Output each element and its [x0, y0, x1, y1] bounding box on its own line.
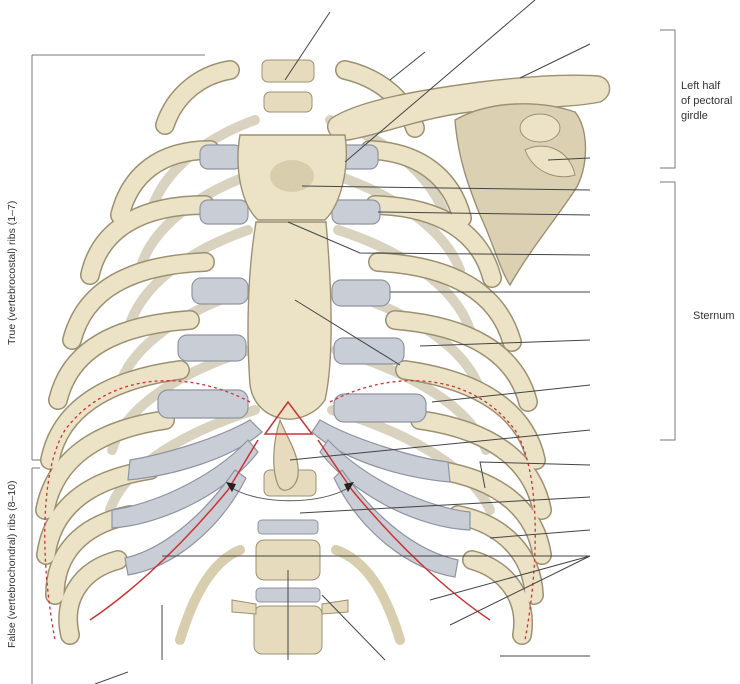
costal-margin-dotted	[44, 380, 536, 641]
sternum-label: Sternum	[693, 310, 735, 322]
left-brackets	[31, 54, 205, 684]
sternum	[237, 134, 347, 491]
pectoral-girdle-label-line1: Left half	[681, 80, 721, 92]
false-ribs-label: False (vertebrochondral) ribs (8–10)	[6, 481, 18, 649]
pectoral-girdle-label-line2: of pectoral	[681, 95, 732, 107]
true-ribs-label: True (vertebrocostal) ribs (1–7)	[6, 201, 18, 345]
pectoral-girdle-label-line3: girdle	[681, 110, 708, 122]
leader-lines	[94, 0, 591, 684]
infrasternal-angle	[89, 400, 491, 621]
right-brackets	[660, 29, 676, 441]
clavicle	[327, 74, 611, 141]
scapula	[454, 103, 587, 287]
